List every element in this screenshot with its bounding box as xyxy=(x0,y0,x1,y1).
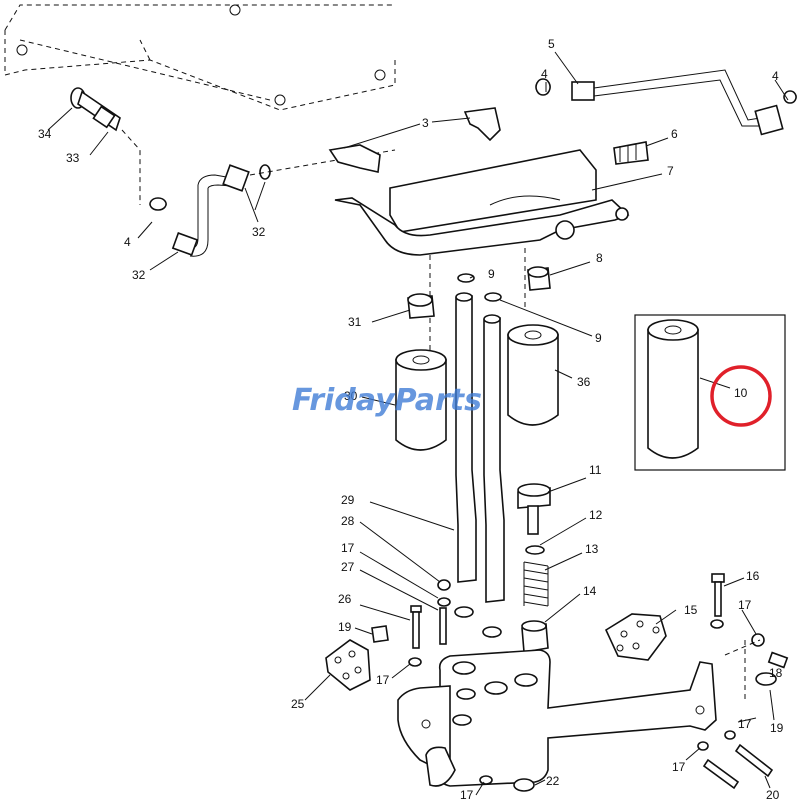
highlight-circle xyxy=(710,365,772,427)
callout-13: 13 xyxy=(585,542,599,556)
filter-head-bracket xyxy=(334,149,630,350)
callout-labels: 34 33 4 32 32 3 4 5 4 6 7 9 8 31 9 36 30… xyxy=(38,37,784,800)
callout-7: 7 xyxy=(667,164,674,178)
left-fitting-assembly xyxy=(70,87,396,257)
callout-17-right-top: 17 xyxy=(738,598,752,612)
callout-17-bottom-left: 17 xyxy=(460,788,474,800)
callout-32-lower: 32 xyxy=(132,268,146,282)
filter-right xyxy=(507,324,559,426)
callout-15: 15 xyxy=(684,603,698,617)
standpipes xyxy=(455,292,505,603)
callout-14: 14 xyxy=(583,584,597,598)
leader-lines xyxy=(47,51,789,796)
callout-28: 28 xyxy=(341,514,355,528)
callout-9-top: 9 xyxy=(488,267,495,281)
manifold-body xyxy=(397,649,717,792)
watermark-part2: Parts xyxy=(395,383,482,418)
callout-8: 8 xyxy=(596,251,603,265)
orings-and-nipples xyxy=(407,266,551,319)
filter-left xyxy=(395,349,447,451)
callout-32-upper: 32 xyxy=(252,225,266,239)
callout-22: 22 xyxy=(546,774,560,788)
callout-19-right: 19 xyxy=(770,721,784,735)
right-bolts xyxy=(697,573,789,790)
callout-5: 5 xyxy=(548,37,555,51)
callout-31: 31 xyxy=(348,315,362,329)
callout-26: 26 xyxy=(338,592,352,606)
gasket-left xyxy=(325,639,371,691)
callout-3: 3 xyxy=(422,116,429,130)
callout-9-right: 9 xyxy=(595,331,602,345)
callout-12: 12 xyxy=(589,508,603,522)
watermark-logo: FridayParts xyxy=(292,383,482,418)
callout-27: 27 xyxy=(341,560,355,574)
callout-20: 20 xyxy=(766,788,780,800)
callout-4-left: 4 xyxy=(124,235,131,249)
callout-33: 33 xyxy=(66,151,80,165)
left-bolts xyxy=(371,579,502,667)
watermark-part1: Friday xyxy=(292,383,396,418)
callout-17-mid: 17 xyxy=(376,673,390,687)
gasket-right xyxy=(604,613,667,661)
callout-4-top: 4 xyxy=(541,67,548,81)
callout-16: 16 xyxy=(746,569,760,583)
inset-filter-box xyxy=(634,314,786,471)
cover-plate xyxy=(4,4,396,111)
callout-30: 30 xyxy=(344,389,358,403)
callout-17-left: 17 xyxy=(341,541,355,555)
callout-17-bottom: 17 xyxy=(672,760,686,774)
callout-19-left: 19 xyxy=(338,620,352,634)
callout-18: 18 xyxy=(769,666,783,680)
callout-36: 36 xyxy=(577,375,591,389)
callout-10: 10 xyxy=(734,386,748,400)
spring xyxy=(523,561,549,607)
callout-4-right: 4 xyxy=(772,69,779,83)
callout-29: 29 xyxy=(341,493,355,507)
top-fittings xyxy=(328,69,797,173)
callout-11: 11 xyxy=(589,463,602,477)
callout-34: 34 xyxy=(38,127,52,141)
callout-6: 6 xyxy=(671,127,678,141)
svg-text:FridayParts: FridayParts xyxy=(292,383,482,418)
callout-25: 25 xyxy=(291,697,305,711)
callout-17-right-mid: 17 xyxy=(738,717,752,731)
